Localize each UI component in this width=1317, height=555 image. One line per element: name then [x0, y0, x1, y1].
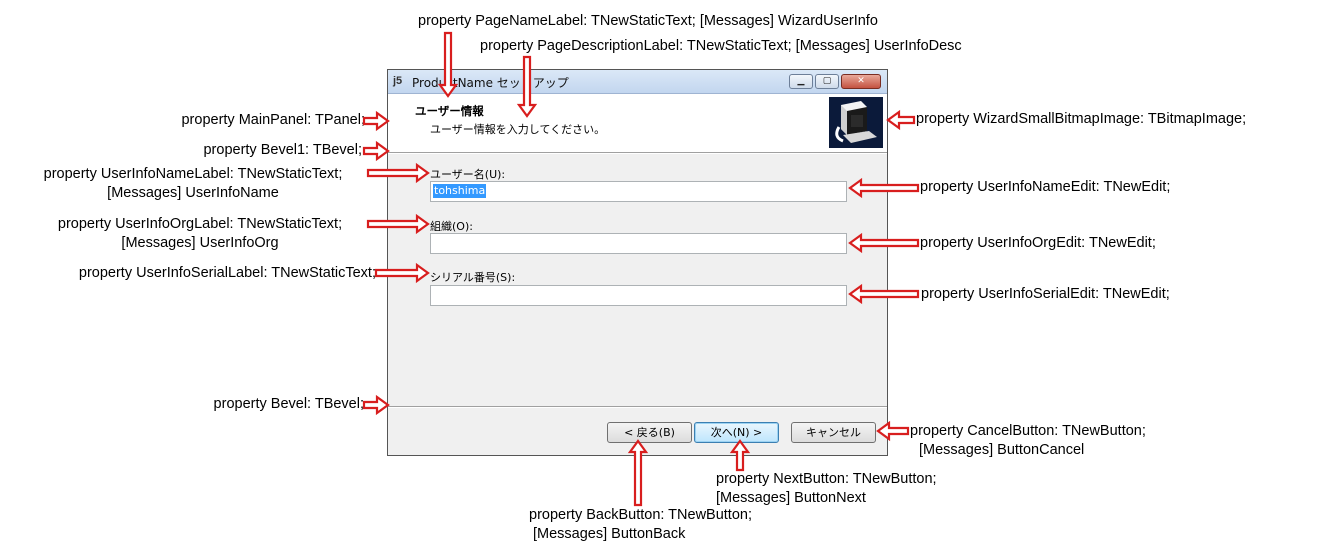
annotation-bevel: property Bevel: TBevel;: [213, 396, 364, 412]
annotation-main-panel: property MainPanel: TPanel;: [181, 112, 365, 128]
setup-wizard-dialog: j5 ProductName セットアップ ▁ ▢ ✕ ユーザー情報 ユーザー情…: [387, 69, 888, 456]
cancel-button[interactable]: キャンセル: [791, 422, 876, 443]
annotation-user-info-org-label: property UserInfoOrgLabel: TNewStaticTex…: [34, 215, 366, 253]
annotation-back-button-line2: [Messages] ButtonBack: [533, 526, 686, 542]
user-name-value: tohshima: [433, 184, 487, 198]
bevel1: [388, 152, 887, 154]
annotation-user-info-serial-edit: property UserInfoSerialEdit: TNewEdit;: [921, 286, 1170, 302]
annotation-back-button-line1: property BackButton: TNewButton;: [529, 507, 752, 523]
organization-label: 組織(O):: [430, 220, 473, 233]
annotation-user-info-org-edit: property UserInfoOrgEdit: TNewEdit;: [920, 235, 1156, 251]
arrow-bevel: [362, 394, 390, 416]
close-button[interactable]: ✕: [841, 74, 881, 89]
annotation-page-description-label: property PageDescriptionLabel: TNewStati…: [480, 38, 962, 54]
annotation-user-info-org-label-line1: property UserInfoOrgLabel: TNewStaticTex…: [57, 216, 343, 232]
arrow-bevel1: [362, 140, 390, 162]
arrow-main-panel: [362, 110, 390, 132]
annotation-user-info-name-label: property UserInfoNameLabel: TNewStaticTe…: [18, 165, 368, 203]
annotation-next-button-line1: property NextButton: TNewButton;: [716, 471, 937, 487]
window-title: ProductName セットアップ: [412, 76, 569, 90]
annotation-next-button: property NextButton: TNewButton; [Messag…: [716, 470, 937, 508]
annotation-user-info-org-label-line2: [Messages] UserInfoOrg: [121, 235, 279, 251]
page-description-label: ユーザー情報を入力してください。: [430, 123, 606, 136]
annotation-next-button-line2: [Messages] ButtonNext: [716, 490, 866, 506]
back-button[interactable]: < 戻る(B): [607, 422, 692, 443]
annotation-cancel-button-line1: property CancelButton: TNewButton;: [910, 423, 1146, 439]
annotation-cancel-button: property CancelButton: TNewButton; [Mess…: [910, 422, 1146, 460]
annotation-page-name-label: property PageNameLabel: TNewStaticText; …: [418, 13, 878, 29]
user-name-input[interactable]: tohshima: [430, 181, 847, 202]
annotation-cancel-button-line2: [Messages] ButtonCancel: [919, 442, 1085, 458]
annotation-back-button: property BackButton: TNewButton; [Messag…: [529, 506, 752, 544]
user-name-label: ユーザー名(U):: [430, 168, 506, 181]
annotation-user-info-name-label-line1: property UserInfoNameLabel: TNewStaticTe…: [43, 166, 343, 182]
computer-box-icon: [829, 97, 883, 148]
serial-number-label: シリアル番号(S):: [430, 271, 516, 284]
wizard-small-bitmap-image: [829, 97, 883, 148]
page-name-label: ユーザー情報: [415, 104, 484, 118]
annotation-wizard-small-bitmap: property WizardSmallBitmapImage: TBitmap…: [916, 111, 1247, 127]
title-bar[interactable]: j5 ProductName セットアップ ▁ ▢ ✕: [388, 70, 887, 94]
main-panel: ユーザー情報 ユーザー情報を入力してください。: [388, 94, 887, 152]
minimize-button[interactable]: ▁: [789, 74, 813, 89]
next-button[interactable]: 次へ(N) >: [694, 422, 779, 443]
serial-number-input[interactable]: [430, 285, 847, 306]
maximize-button[interactable]: ▢: [815, 74, 839, 89]
annotation-bevel1: property Bevel1: TBevel;: [203, 142, 362, 158]
organization-input[interactable]: [430, 233, 847, 254]
annotation-user-info-serial-label: property UserInfoSerialLabel: TNewStatic…: [78, 265, 376, 281]
arrow-wizard-small-bitmap: [886, 109, 916, 131]
annotation-user-info-name-edit: property UserInfoNameEdit: TNewEdit;: [920, 179, 1171, 195]
annotation-user-info-name-label-line2: [Messages] UserInfoName: [107, 185, 279, 201]
setup-app-icon: j5: [393, 75, 403, 87]
bevel: [388, 406, 887, 408]
